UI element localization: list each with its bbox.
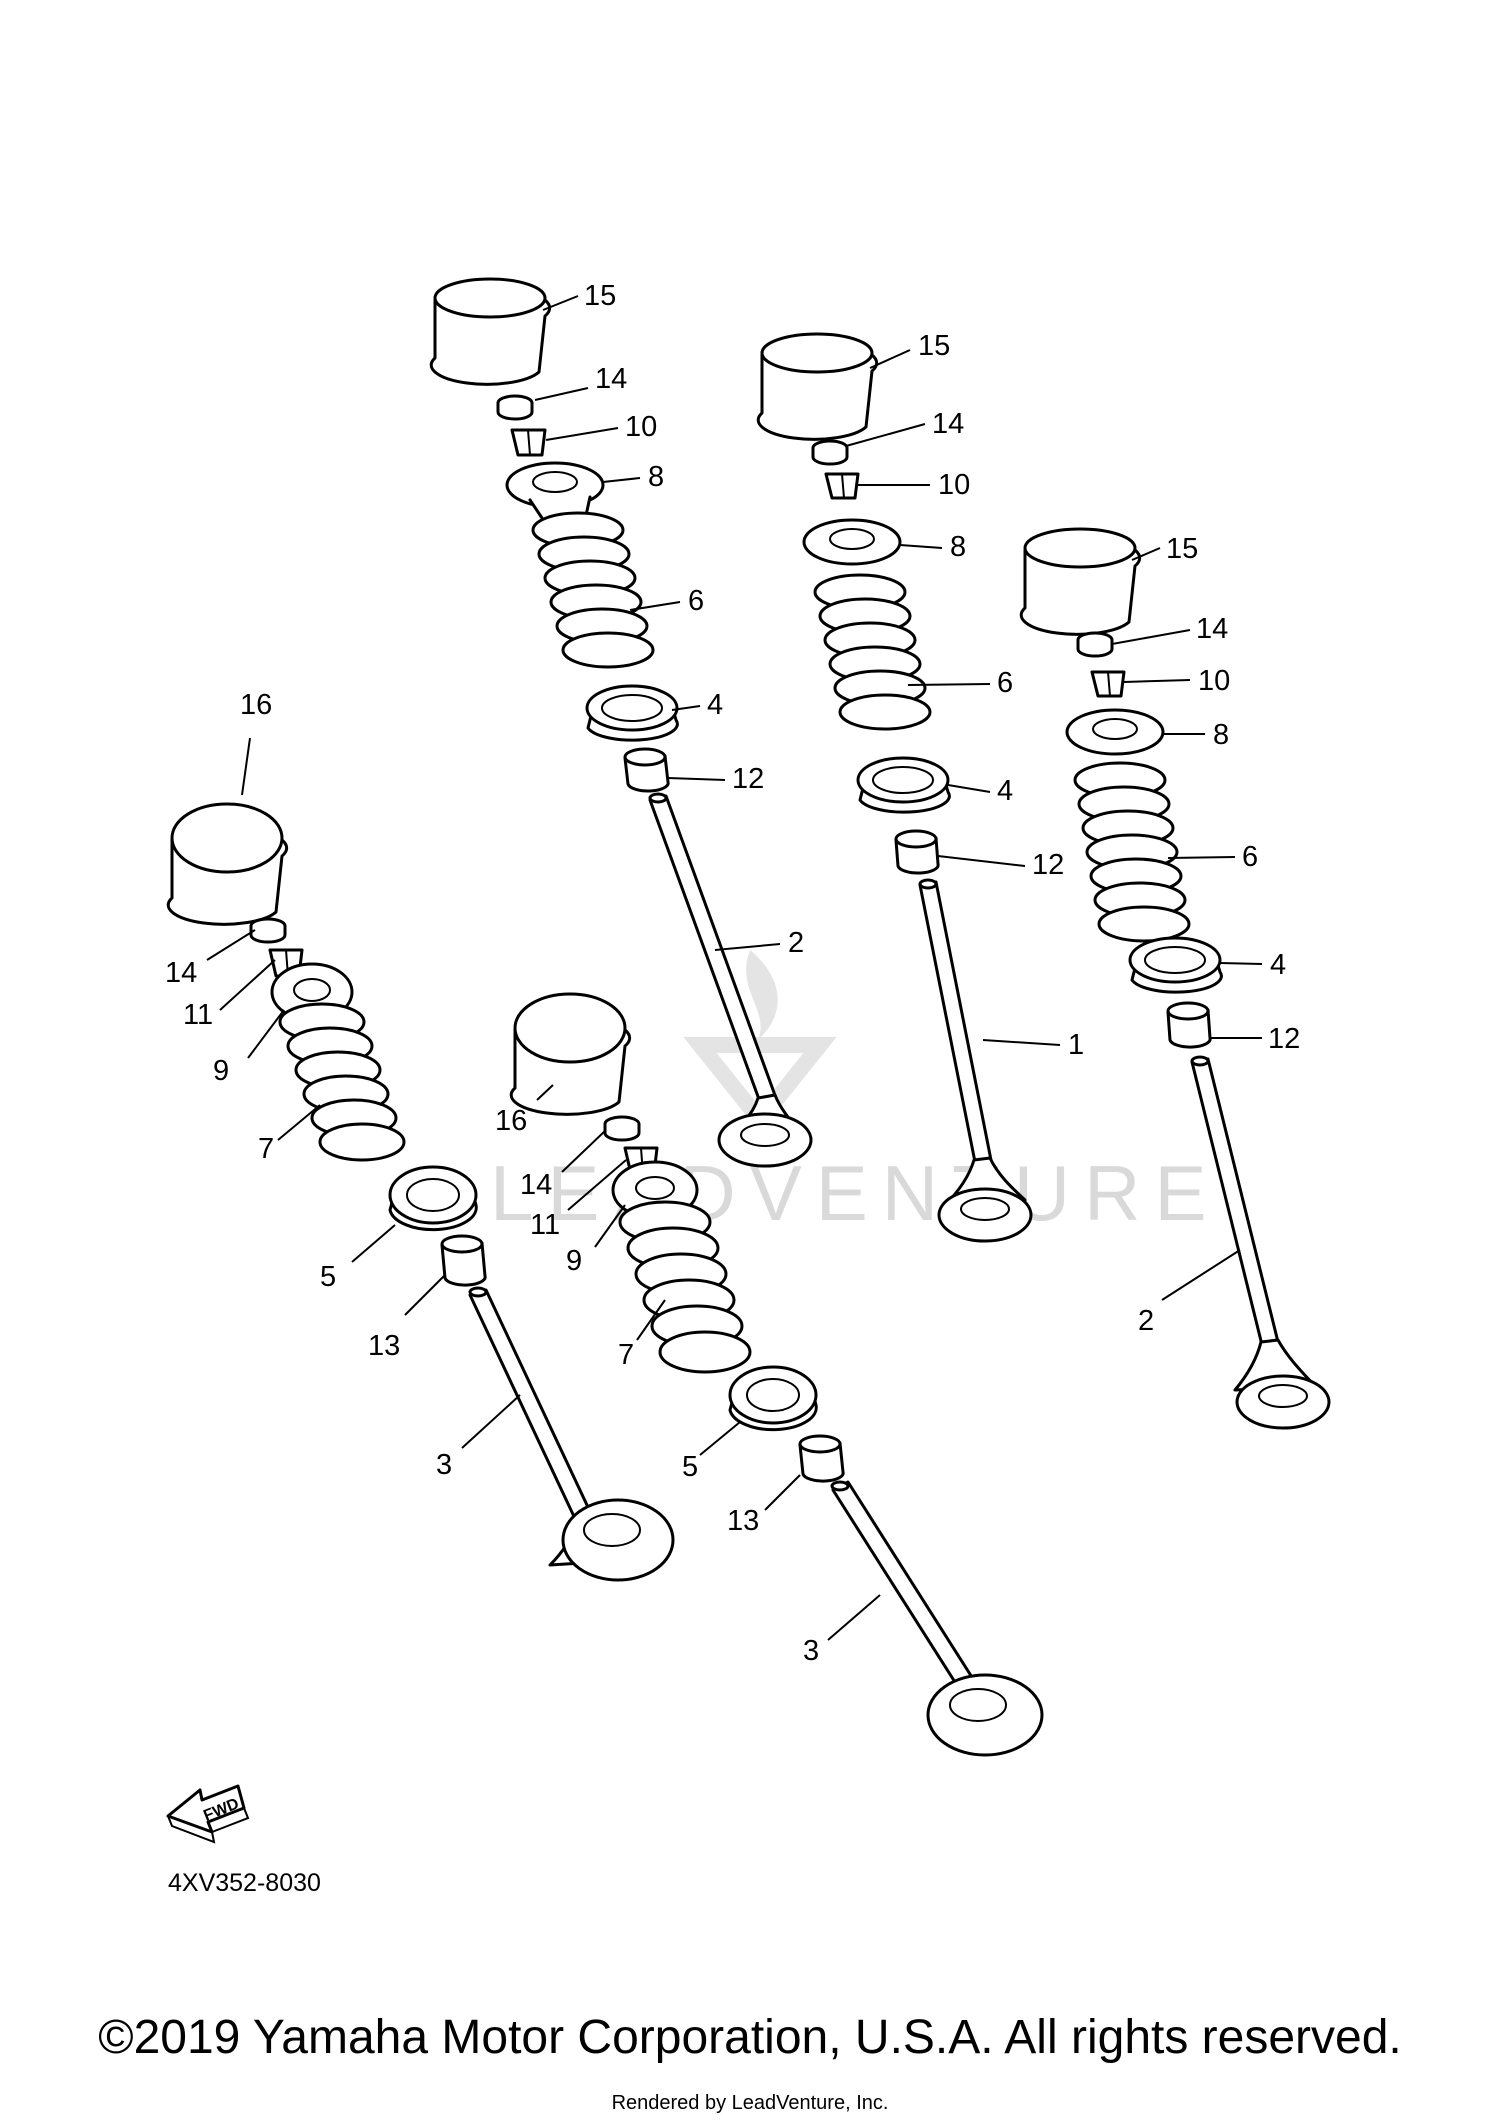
callout-3: 3 bbox=[803, 1635, 819, 1667]
valve-assembly-d bbox=[166, 802, 675, 1582]
adjusting-pad-14d bbox=[249, 917, 287, 944]
callout-14: 14 bbox=[1196, 613, 1228, 645]
valve-lifter-15c bbox=[1019, 527, 1142, 636]
callout-15: 15 bbox=[1166, 533, 1198, 565]
watermark: LEADVENTURE bbox=[490, 950, 1220, 1237]
valve-cotter-10a bbox=[510, 428, 547, 457]
callout-10: 10 bbox=[1198, 665, 1230, 697]
valve-3d bbox=[468, 1286, 675, 1582]
valve-spring-6c bbox=[1073, 761, 1191, 943]
callout-16: 16 bbox=[240, 689, 272, 721]
callout-8: 8 bbox=[950, 531, 966, 563]
valve-spring-6b bbox=[813, 573, 932, 731]
valve-spring-6a bbox=[531, 511, 655, 669]
valve-stem-seal-12a bbox=[623, 747, 670, 793]
callout-8: 8 bbox=[648, 461, 664, 493]
fwd-arrow-icon: FWD bbox=[166, 1784, 250, 1844]
callout-6: 6 bbox=[1242, 841, 1258, 873]
copyright-text: ©2019 Yamaha Motor Corporation, U.S.A. A… bbox=[98, 2011, 1402, 2064]
spring-retainer-8c bbox=[1065, 708, 1165, 756]
callout-labels: 15 14 10 8 6 4 12 2 15 14 10 8 6 4 12 1 … bbox=[165, 280, 1300, 1667]
valve-2c bbox=[1190, 1055, 1331, 1430]
valve-lifter-15b bbox=[756, 332, 879, 441]
spring-seat-5e bbox=[728, 1365, 818, 1432]
valve-stem-seal-13e bbox=[798, 1434, 845, 1483]
callout-5: 5 bbox=[320, 1261, 336, 1293]
valve-stem-seal-13d bbox=[440, 1234, 487, 1287]
valve-spring-7e bbox=[618, 1200, 752, 1374]
callout-14: 14 bbox=[932, 408, 964, 440]
callout-10: 10 bbox=[625, 411, 657, 443]
spring-seat-5d bbox=[388, 1165, 478, 1232]
callout-7: 7 bbox=[258, 1133, 274, 1165]
valve-3e bbox=[830, 1480, 1044, 1757]
callout-15: 15 bbox=[918, 330, 950, 362]
callout-13: 13 bbox=[727, 1505, 759, 1537]
valve-assembly-e bbox=[509, 992, 1044, 1757]
callout-2: 2 bbox=[788, 927, 804, 959]
valve-stem-seal-12c bbox=[1166, 1001, 1212, 1049]
callout-11: 11 bbox=[183, 999, 213, 1031]
callout-9: 9 bbox=[213, 1055, 229, 1087]
callout-6: 6 bbox=[688, 585, 704, 617]
callout-14: 14 bbox=[165, 957, 197, 989]
adjusting-pad-14e bbox=[603, 1115, 641, 1142]
callout-15: 15 bbox=[584, 280, 616, 312]
valve-2a bbox=[648, 792, 813, 1168]
spring-seat-4a bbox=[585, 684, 679, 742]
valve-lifter-16d bbox=[166, 802, 289, 926]
part-number-code: 4XV352-8030 bbox=[168, 1869, 321, 1897]
callout-16: 16 bbox=[495, 1105, 527, 1137]
valve-cotter-10b bbox=[824, 472, 860, 500]
valve-1b bbox=[918, 878, 1033, 1243]
adjusting-pad-14a bbox=[496, 394, 534, 421]
valve-lifter-15a bbox=[429, 277, 552, 386]
adjusting-pad-14b bbox=[811, 439, 849, 466]
callout-4: 4 bbox=[707, 689, 723, 721]
callout-14: 14 bbox=[595, 363, 627, 395]
spring-retainer-8b bbox=[802, 518, 902, 566]
valve-assembly-b bbox=[756, 332, 1033, 1243]
callout-7: 7 bbox=[618, 1339, 634, 1371]
callout-9: 9 bbox=[566, 1245, 582, 1277]
watermark-text: LEADVENTURE bbox=[490, 1149, 1220, 1237]
callout-5: 5 bbox=[682, 1451, 698, 1483]
rendered-by-text: Rendered by LeadVenture, Inc. bbox=[611, 2092, 889, 2114]
callout-3: 3 bbox=[436, 1449, 452, 1481]
adjusting-pad-14c bbox=[1076, 631, 1114, 658]
valve-stem-seal-12b bbox=[894, 829, 940, 875]
valve-lifter-16e bbox=[509, 992, 632, 1116]
callout-12: 12 bbox=[1032, 849, 1064, 881]
callout-14: 14 bbox=[520, 1169, 552, 1201]
callout-4: 4 bbox=[1270, 949, 1286, 981]
callout-6: 6 bbox=[997, 667, 1013, 699]
callout-12: 12 bbox=[1268, 1023, 1300, 1055]
spring-seat-4c bbox=[1128, 936, 1223, 994]
valve-assembly-c bbox=[1019, 527, 1331, 1430]
callout-2: 2 bbox=[1138, 1305, 1154, 1337]
callout-11: 11 bbox=[530, 1209, 560, 1241]
spring-seat-4b bbox=[856, 756, 951, 814]
callout-4: 4 bbox=[997, 775, 1013, 807]
callout-8: 8 bbox=[1213, 719, 1229, 751]
leader-lines bbox=[206, 295, 1263, 1641]
callout-13: 13 bbox=[368, 1330, 400, 1362]
valve-spring-7d bbox=[278, 1002, 406, 1162]
callout-1: 1 bbox=[1068, 1029, 1084, 1061]
valve-assembly-a bbox=[429, 277, 813, 1168]
callout-10: 10 bbox=[938, 469, 970, 501]
valve-cotter-10c bbox=[1090, 670, 1126, 698]
callout-12: 12 bbox=[732, 763, 764, 795]
